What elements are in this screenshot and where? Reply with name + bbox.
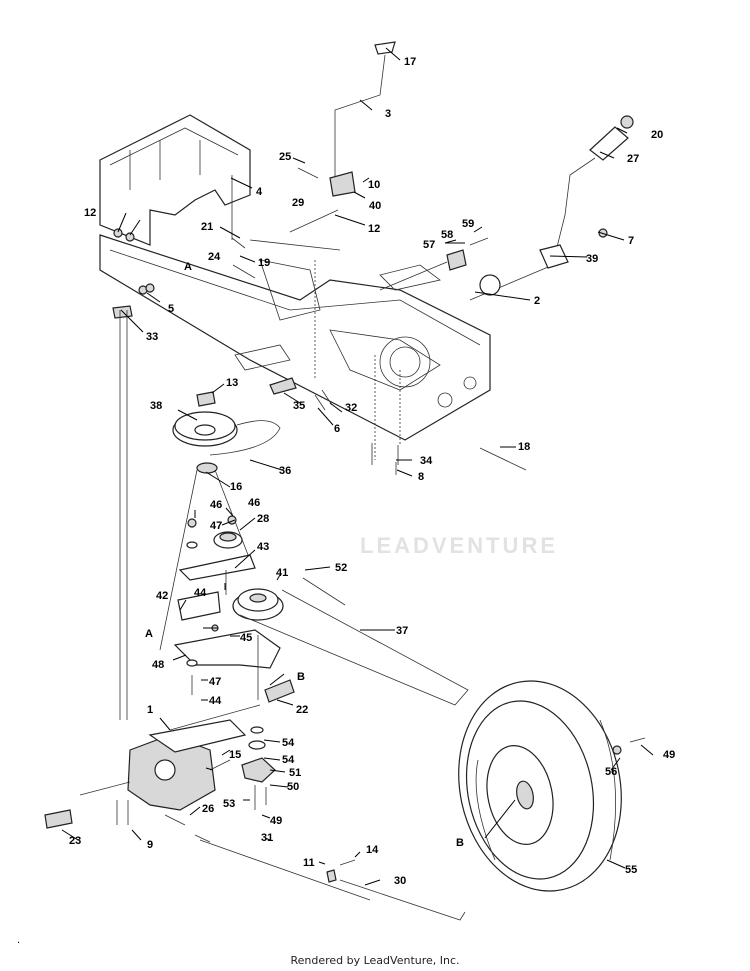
callout-10: 10 — [368, 179, 380, 191]
callout-50: 50 — [287, 781, 299, 793]
footer-credit: Rendered by LeadVenture, Inc. — [290, 954, 460, 967]
callout-53: 53 — [223, 798, 235, 810]
callout-21: 21 — [201, 221, 213, 233]
callout-labels: 1 2 3 4 5 6 7 8 9 10 11 12 12 13 14 15 1… — [69, 56, 675, 887]
callout-35: 35 — [293, 400, 305, 412]
callout-32: 32 — [345, 402, 357, 414]
callout-42: 42 — [156, 590, 168, 602]
callout-59: 59 — [462, 218, 474, 230]
callout-28: 28 — [257, 513, 269, 525]
callout-24: 24 — [208, 251, 221, 263]
callout-15: 15 — [229, 749, 241, 761]
callout-44b: 44 — [209, 695, 222, 707]
callout-13: 13 — [226, 377, 238, 389]
shift-rods — [194, 834, 466, 921]
callout-14: 14 — [366, 844, 379, 856]
callout-18: 18 — [518, 441, 530, 453]
callout-B-top: B — [297, 671, 305, 683]
callout-54b: 54 — [282, 754, 295, 766]
callout-25: 25 — [279, 151, 291, 163]
callout-45: 45 — [240, 632, 252, 644]
callout-44a: 44 — [194, 587, 207, 599]
callout-40: 40 — [369, 200, 381, 212]
callout-52: 52 — [335, 562, 347, 574]
callout-23: 23 — [69, 835, 81, 847]
callout-2: 2 — [534, 295, 540, 307]
callout-43: 43 — [257, 541, 269, 553]
callout-9: 9 — [147, 839, 153, 851]
callout-26: 26 — [202, 803, 214, 815]
callout-30: 30 — [394, 875, 406, 887]
callout-29: 29 — [292, 197, 304, 209]
rear-wheel — [458, 680, 646, 892]
callout-A-top: A — [184, 261, 192, 273]
frame — [99, 114, 491, 460]
callout-37: 37 — [396, 625, 408, 637]
callout-16: 16 — [230, 481, 242, 493]
callout-58: 58 — [441, 229, 453, 241]
engine-pulley — [159, 391, 281, 651]
stray-mark: . — [17, 935, 21, 946]
transaxle — [44, 704, 261, 829]
callout-54a: 54 — [282, 737, 295, 749]
callout-6: 6 — [334, 423, 340, 435]
callout-B-bottom: B — [456, 837, 464, 849]
callout-12b: 12 — [368, 223, 380, 235]
callout-48: 48 — [152, 659, 164, 671]
callout-8: 8 — [418, 471, 424, 483]
callout-41: 41 — [276, 567, 288, 579]
callout-7: 7 — [628, 235, 634, 247]
callout-46a: 46 — [210, 499, 222, 511]
callout-57: 57 — [423, 239, 435, 251]
leader-lines — [61, 47, 654, 886]
callout-3: 3 — [385, 108, 391, 120]
callout-49a: 49 — [270, 815, 282, 827]
callout-12a: 12 — [84, 207, 96, 219]
callout-4: 4 — [256, 186, 263, 198]
callout-33: 33 — [146, 331, 158, 343]
callout-55: 55 — [625, 864, 637, 876]
callout-17: 17 — [404, 56, 416, 68]
small-parts — [112, 167, 608, 720]
callout-5: 5 — [168, 303, 174, 315]
callout-49b: 49 — [663, 749, 675, 761]
callout-36: 36 — [279, 465, 291, 477]
callout-47b: 47 — [209, 676, 221, 688]
callout-34: 34 — [420, 455, 433, 467]
callout-51: 51 — [289, 767, 301, 779]
callout-19: 19 — [258, 257, 270, 269]
callout-47a: 47 — [210, 520, 222, 532]
callout-31: 31 — [261, 832, 273, 844]
callout-A-bottom: A — [145, 628, 153, 640]
callout-1: 1 — [147, 704, 153, 716]
callout-11: 11 — [303, 857, 315, 869]
callout-20: 20 — [651, 129, 663, 141]
callout-39: 39 — [586, 253, 598, 265]
watermark-text: LEADVENTURE — [360, 533, 559, 558]
callout-22: 22 — [296, 704, 308, 716]
callout-27: 27 — [627, 153, 639, 165]
callout-38: 38 — [150, 400, 162, 412]
lift-handle — [469, 115, 634, 301]
callout-46b: 46 — [248, 497, 260, 509]
callout-56: 56 — [605, 766, 617, 778]
transmission-pulley — [232, 577, 469, 810]
